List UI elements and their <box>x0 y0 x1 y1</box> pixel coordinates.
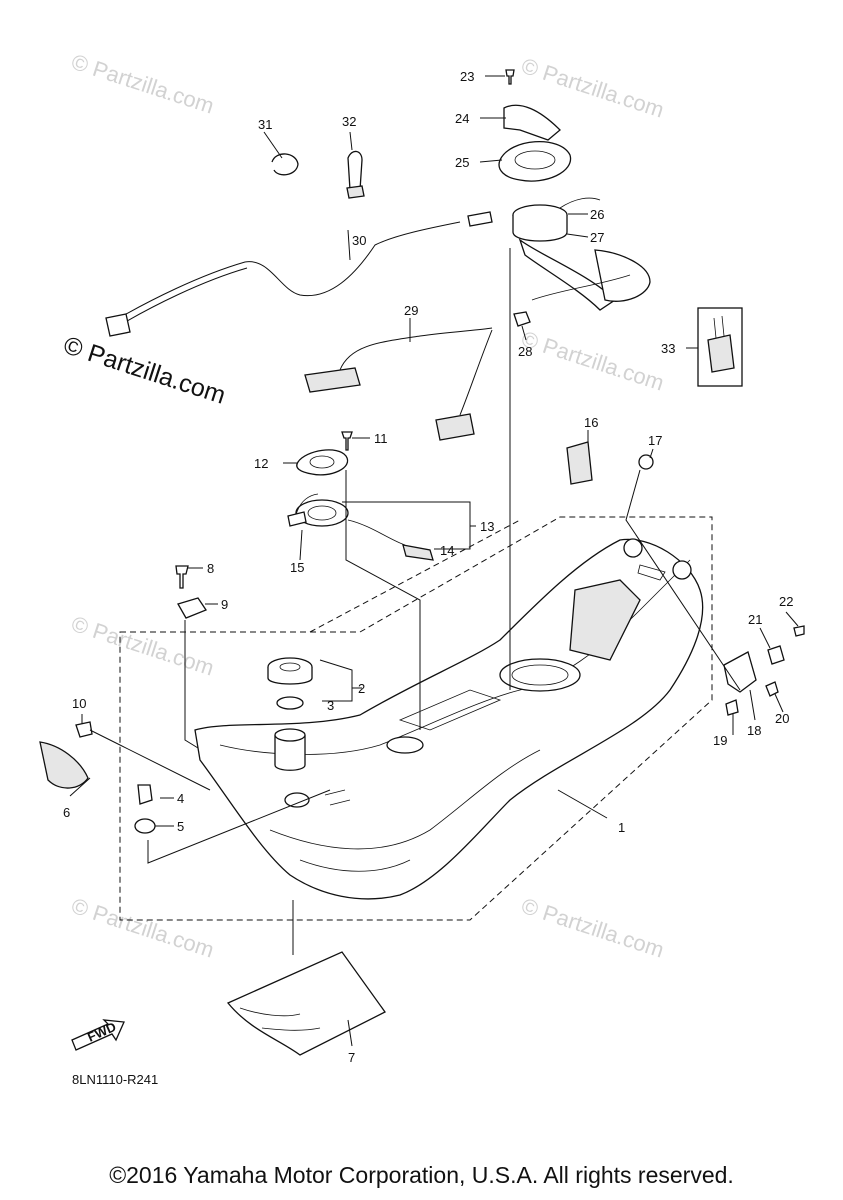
cap-gasket <box>276 696 304 710</box>
fuel-pump-26 <box>512 197 601 242</box>
part-label: 9 <box>221 597 228 612</box>
part-label: 20 <box>775 711 789 726</box>
part-label: 27 <box>590 230 604 245</box>
connector-14 <box>402 544 434 561</box>
tank-assembly-outline <box>119 516 713 921</box>
part-labels: 1 2 3 4 5 6 7 8 9 10 11 12 13 14 15 16 1… <box>63 69 793 1065</box>
part-label: 21 <box>748 612 762 627</box>
part-label: 4 <box>177 791 184 806</box>
drain-bolt <box>137 784 153 805</box>
nut-28 <box>513 311 531 327</box>
watermark-text: © Partzilla.com <box>518 893 667 963</box>
part-label: 8 <box>207 561 214 576</box>
fwd-label: FWD <box>85 1019 118 1045</box>
part-label: 32 <box>342 114 356 129</box>
hose-30 <box>105 211 493 337</box>
part-label: 30 <box>352 233 366 248</box>
gasket-25 <box>498 141 572 182</box>
part-label: 16 <box>584 415 598 430</box>
filler-neck <box>274 728 306 771</box>
grommet <box>134 818 156 834</box>
part-label: 33 <box>661 341 675 356</box>
fuel-cap <box>267 657 313 685</box>
strap-32 <box>346 150 365 199</box>
part-label: 11 <box>374 431 388 446</box>
screw-22 <box>793 625 805 637</box>
part-label: 23 <box>460 69 474 84</box>
part-label: 22 <box>779 594 793 609</box>
grommet-tank <box>284 792 310 808</box>
diagram-code: 8LN1110-R241 <box>72 1072 159 1087</box>
fwd-arrow: FWD <box>71 1019 125 1051</box>
part-label: 14 <box>440 543 454 558</box>
clip-10 <box>75 721 93 738</box>
part-label: 1 <box>618 820 625 835</box>
part-label: 25 <box>455 155 469 170</box>
part-label: 18 <box>747 723 761 738</box>
part-label: 13 <box>480 519 494 534</box>
part-label: 10 <box>72 696 86 711</box>
watermark-text: © Partzilla.com <box>68 893 217 963</box>
part-label: 2 <box>358 681 365 696</box>
bracket-24 <box>503 104 561 141</box>
part-label: 3 <box>327 698 334 713</box>
watermark-text: © Partzilla.com <box>68 49 217 119</box>
part-label: 19 <box>713 733 727 748</box>
sheet-7 <box>226 951 386 1056</box>
gasket-12 <box>296 449 349 476</box>
fuel-pump-outline <box>309 519 521 633</box>
part-label: 29 <box>404 303 418 318</box>
bolt-20 <box>765 681 779 697</box>
part-label: 26 <box>590 207 604 222</box>
part-label: 31 <box>258 117 272 132</box>
fuel-tank <box>194 538 704 900</box>
watermark-large: © Partzilla.com <box>60 331 229 410</box>
part-label: 17 <box>648 433 662 448</box>
fuel-sender-15 <box>287 493 406 546</box>
part-label: 12 <box>254 456 268 471</box>
part-label: 28 <box>518 344 532 359</box>
fuel-pump-body-27 <box>518 238 651 311</box>
leader-lines <box>69 75 799 1047</box>
screw-11 <box>341 431 353 451</box>
bracket-18 <box>723 651 757 693</box>
cap-17 <box>638 454 654 470</box>
hose-29 <box>304 327 493 441</box>
watermark-text: © Partzilla.com <box>518 326 667 396</box>
part-label: 15 <box>290 560 304 575</box>
pad-16 <box>566 441 593 485</box>
watermark-text: © Partzilla.com <box>518 53 667 123</box>
part-label: 5 <box>177 819 184 834</box>
bolt-8 <box>175 565 189 589</box>
part-label: 6 <box>63 805 70 820</box>
clamp-31 <box>271 153 299 176</box>
damper-21 <box>767 645 785 665</box>
copyright-notice: ©2016 Yamaha Motor Corporation, U.S.A. A… <box>109 1162 734 1188</box>
relay-33 <box>697 307 743 387</box>
part-label: 24 <box>455 111 469 126</box>
pad-6 <box>39 741 89 789</box>
part-label: 7 <box>348 1050 355 1065</box>
screw-23 <box>505 69 515 85</box>
clip-19 <box>725 699 739 716</box>
watermark-text: © Partzilla.com <box>68 611 217 681</box>
damper-9 <box>177 597 207 619</box>
